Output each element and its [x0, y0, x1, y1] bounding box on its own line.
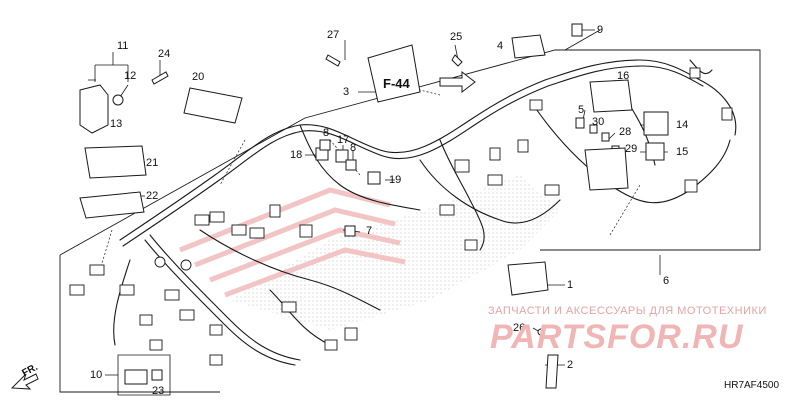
front-direction-arrow	[10, 373, 39, 390]
part-7-clip	[344, 225, 356, 237]
part-12-grommet	[112, 94, 124, 106]
callout-26: 26	[513, 322, 526, 334]
part-27-bolt	[325, 54, 341, 67]
callout-8-lower: 8	[350, 142, 357, 154]
part-16-fuse-box	[589, 79, 633, 113]
diagram-code: HR7AF4500	[724, 380, 780, 391]
watermark-wing-logo	[179, 187, 406, 298]
callout-24: 24	[158, 48, 171, 60]
callout-10: 10	[90, 369, 103, 381]
callout-6: 6	[663, 275, 670, 287]
callout-25: 25	[450, 31, 463, 43]
callout-14: 14	[676, 119, 689, 131]
callout-20: 20	[192, 71, 205, 83]
watermark-brand: PARTSFOR.RU	[490, 318, 744, 356]
part-3-control-unit	[367, 44, 421, 103]
callout-16: 16	[617, 70, 630, 82]
callout-1: 1	[567, 279, 574, 291]
part-10-connector	[124, 369, 148, 385]
callout-5: 5	[578, 104, 585, 116]
callout-9: 9	[597, 24, 604, 36]
callout-19: 19	[389, 174, 402, 186]
part-19-relay	[367, 171, 381, 185]
reference-f44[interactable]: F-44	[383, 76, 410, 91]
part-30-fuse	[589, 124, 598, 134]
main-harness-bundle	[113, 59, 737, 366]
part-25-bolt	[451, 54, 463, 67]
part-8-relay-a	[319, 139, 331, 151]
part-14-relay	[643, 111, 669, 136]
part-8-relay-b	[345, 159, 357, 171]
callout-30: 30	[592, 116, 605, 128]
callout-4: 4	[497, 40, 504, 52]
part-28-fuse	[601, 132, 610, 142]
callout-2: 2	[567, 359, 574, 371]
callout-7: 7	[366, 225, 373, 237]
callout-27: 27	[327, 29, 340, 41]
part-23-grommet	[151, 369, 163, 381]
component-drawings	[79, 23, 669, 389]
callout-18: 18	[290, 149, 303, 161]
leader-lines	[99, 79, 641, 271]
callout-28: 28	[619, 126, 632, 138]
callout-17: 17	[337, 134, 350, 146]
part-26-clip	[537, 328, 545, 336]
callout-23: 23	[152, 385, 165, 397]
junction-block	[584, 147, 629, 191]
part-4-relay	[511, 34, 546, 59]
part-24-bolt	[151, 71, 169, 85]
callout-21: 21	[146, 157, 159, 169]
part-5-connector	[575, 117, 585, 129]
callout-29: 29	[625, 143, 638, 155]
callout-22: 22	[146, 190, 159, 202]
part-15-cap	[645, 142, 665, 161]
callout-12: 12	[124, 70, 137, 82]
harness-outline-box	[59, 29, 761, 393]
callout-8-upper: 8	[323, 127, 330, 139]
part-11-bracket	[79, 84, 109, 134]
part-22-cover	[79, 191, 145, 219]
callout-15: 15	[676, 146, 689, 158]
reference-arrow	[439, 70, 476, 94]
callout-3: 3	[343, 86, 350, 98]
part-1-ignition-coil	[507, 261, 549, 296]
watermark-tagline: ЗАПЧАСТИ И АКСЕССУАРЫ ДЛЯ МОТОТЕХНИКИ	[488, 305, 767, 317]
part-20-relay-box	[183, 87, 243, 124]
harness-connectors	[69, 67, 733, 366]
part-2-spark-plug-cap	[545, 354, 559, 389]
part-9-connector	[571, 23, 583, 37]
part-21-ecu	[84, 145, 147, 179]
callout-11: 11	[117, 40, 129, 52]
callout-13: 13	[110, 118, 123, 130]
part-17-relay	[335, 149, 349, 163]
